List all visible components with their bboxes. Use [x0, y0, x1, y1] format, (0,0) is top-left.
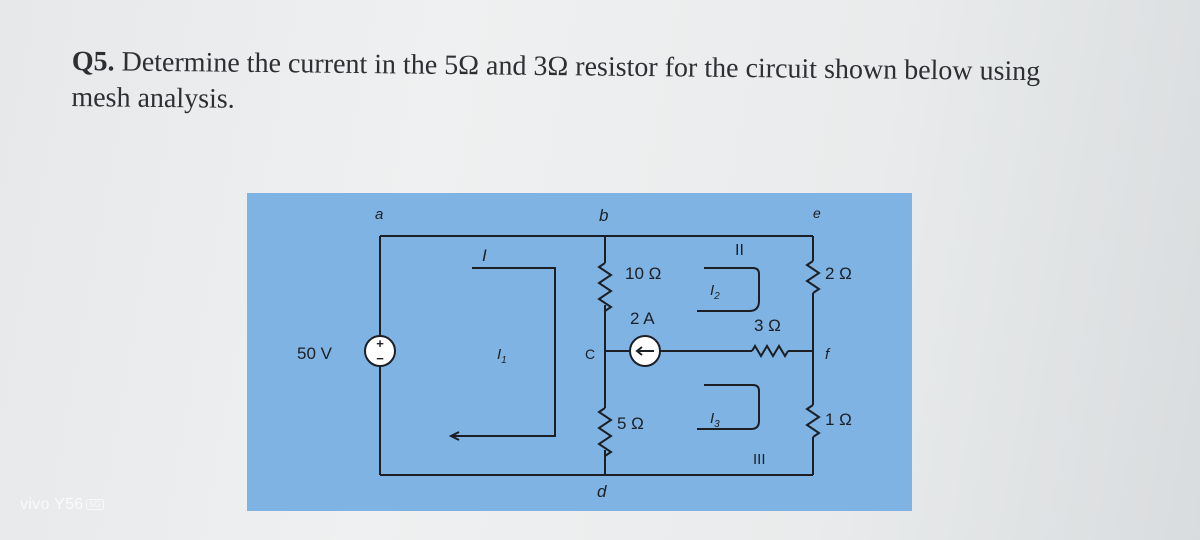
watermark-text: vivo Y56	[20, 496, 84, 513]
mesh-label-III: III	[753, 451, 766, 468]
circuit-diagram: + − a b e C f d 50 V 10 Ω 2 A 5 Ω 3 Ω 2 …	[247, 193, 912, 511]
mesh-1-arrow	[452, 267, 556, 437]
current-i3-label: I3	[710, 410, 720, 430]
resistor-3	[751, 344, 789, 358]
current-source-label: 2 A	[630, 309, 655, 328]
watermark-badge: 5G	[86, 499, 104, 511]
node-b: b	[599, 206, 608, 225]
r2-label: 2 Ω	[825, 264, 852, 283]
mesh-label-I: I	[482, 246, 487, 265]
resistor-2	[805, 260, 821, 294]
source-voltage-label: 50 V	[297, 344, 333, 363]
r3-label: 3 Ω	[754, 316, 781, 335]
r1-label: 1 Ω	[825, 410, 852, 429]
question-number: Q5.	[71, 45, 115, 78]
node-c: C	[585, 346, 595, 362]
mesh-3-arrow	[697, 384, 760, 430]
question-body: Determine the current in the 5Ω and 3Ω r…	[71, 46, 1041, 115]
mesh-label-II: II	[735, 242, 744, 259]
node-f: f	[825, 346, 831, 363]
svg-text:−: −	[376, 351, 384, 366]
current-source	[629, 335, 661, 367]
r10-label: 10 Ω	[625, 264, 661, 283]
r5-label: 5 Ω	[617, 414, 644, 433]
node-e: e	[813, 205, 821, 221]
resistor-10	[597, 262, 613, 312]
circuit-svg: + − a b e C f d 50 V 10 Ω 2 A 5 Ω 3 Ω 2 …	[297, 205, 852, 501]
node-a: a	[375, 206, 383, 223]
voltage-source: + −	[364, 335, 396, 367]
resistor-1	[805, 404, 821, 438]
question-text: Q5. Determine the current in the 5Ω and …	[71, 44, 1082, 127]
mesh-1-arrowhead	[448, 431, 460, 441]
resistor-5	[597, 407, 613, 457]
mesh-2-arrow	[697, 267, 760, 312]
svg-text:+: +	[376, 336, 384, 351]
node-d: d	[597, 482, 607, 501]
current-i2-label: I2	[710, 282, 720, 302]
current-i1-label: I1	[497, 346, 507, 366]
